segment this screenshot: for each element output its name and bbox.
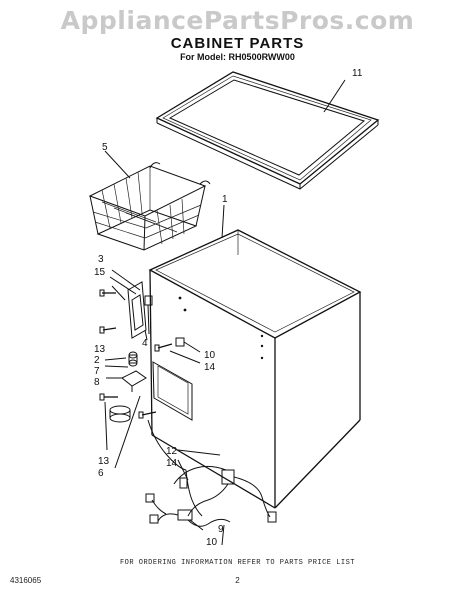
callout-3: 3 [98,254,104,265]
callout-7: 7 [94,366,100,377]
callout-11: 11 [352,68,363,79]
ordering-note: FOR ORDERING INFORMATION REFER TO PARTS … [119,559,356,567]
watermark: AppliancePartsPros.com [60,6,415,35]
callout-14-lower: 14 [166,458,178,469]
cabinet-body [148,204,362,509]
callout-13-upper: 13 [94,344,106,355]
callout-8: 8 [94,377,100,388]
callout-5: 5 [102,142,108,153]
callout-12: 12 [166,446,178,457]
callout-13-lower: 13 [98,456,110,467]
callout-9: 9 [218,524,224,535]
wiring-harness [145,419,277,546]
callout-10-lower: 10 [206,537,218,548]
wire-basket [88,150,211,251]
side-fasteners [138,337,201,419]
callout-4: 4 [142,338,148,349]
diagram-title: CABINET PARTS [170,35,305,52]
callout-15: 15 [94,267,106,278]
callout-6: 6 [98,468,104,479]
document-code: 4316065 [10,576,42,585]
lid-gasket [155,71,380,190]
callout-2: 2 [94,355,100,366]
callout-14-upper: 14 [204,362,216,373]
callout-1: 1 [222,194,228,205]
page-number: 2 [235,576,240,585]
hinge-assembly [99,269,153,341]
callout-10-upper: 10 [204,350,216,361]
lower-hinge-parts [99,326,147,469]
model-line: For Model: RH0500RWW00 [180,52,295,62]
